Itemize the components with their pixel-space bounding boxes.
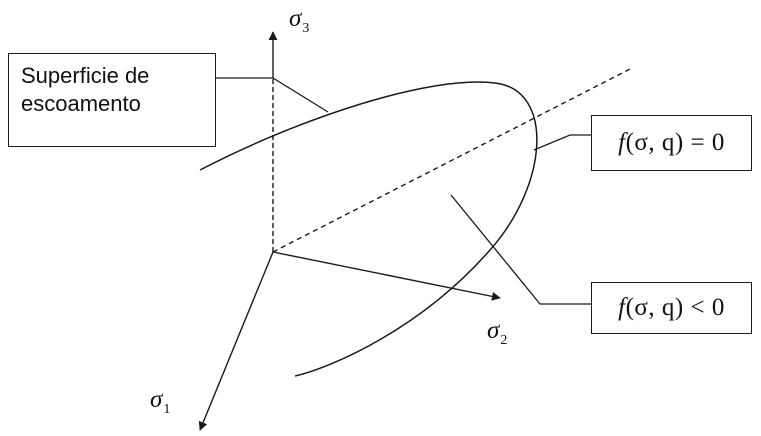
eq-inside-box: f(σ, q) < 0 (591, 282, 752, 334)
eq-inside-text: f(σ, q) < 0 (592, 283, 751, 333)
eq-surface-text: f(σ, q) = 0 (592, 116, 751, 170)
surface-label-box: Superficie de escoamento (8, 53, 216, 147)
eq-surface-args: (σ, q) (625, 129, 684, 156)
eq-surface-leader-line (533, 134, 591, 151)
hydrostatic-axis (272, 67, 633, 253)
eq-surface-func: f (618, 129, 626, 156)
sigma2-label: σ2 (487, 317, 508, 348)
sigma1-axis (198, 251, 274, 431)
eq-surface-box: f(σ, q) = 0 (591, 115, 752, 171)
surface-leader-line (216, 77, 329, 113)
sigma1-label: σ1 (150, 386, 171, 417)
eq-inside-relation: < 0 (683, 294, 725, 321)
sigma2-axis (272, 251, 501, 301)
eq-surface-relation: = 0 (683, 129, 725, 156)
surface-label-text: Superficie de escoamento (21, 63, 150, 116)
yield-surface-curve (199, 81, 538, 377)
sigma3-label: σ3 (289, 5, 310, 36)
eq-inside-leader-line (450, 194, 591, 305)
eq-inside-args: (σ, q) (625, 294, 684, 321)
eq-inside-func: f (618, 294, 626, 321)
